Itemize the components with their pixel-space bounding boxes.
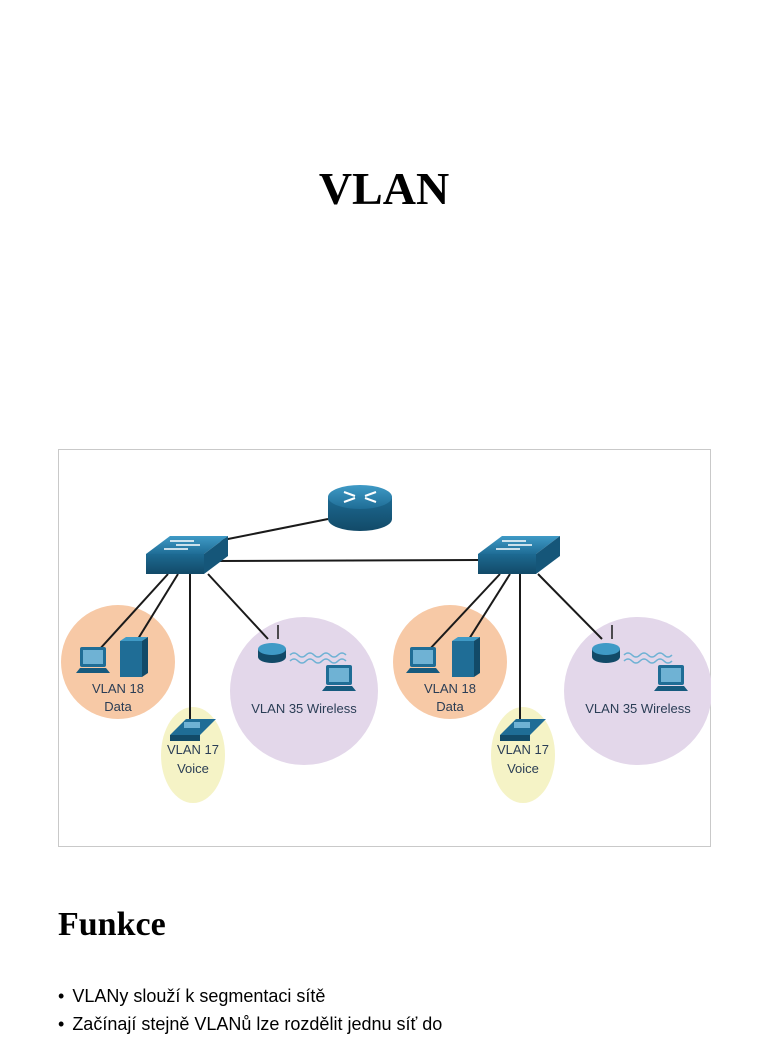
data-label-left: Data	[104, 699, 132, 714]
router-icon	[328, 485, 392, 531]
network-links	[97, 518, 603, 725]
data-label-right: Data	[436, 699, 464, 714]
vlan18-zone-right	[393, 605, 507, 719]
section-heading: Funkce	[58, 906, 166, 943]
access-point-icon-left	[258, 625, 286, 663]
wireless-link-left	[289, 652, 347, 664]
bullet-item: VLANy slouží k segmentaci sítě	[58, 982, 442, 1010]
laptop-icon-left	[322, 665, 356, 691]
server-icon-left	[120, 637, 148, 677]
slide-title: VLAN	[318, 163, 450, 214]
vlan17-label-right: VLAN 17	[497, 742, 549, 757]
ip-phone-icon-left	[170, 719, 216, 741]
vlan-network-diagram: VLAN 18 Data VLAN 17 Voice VLAN 35 Wirel…	[58, 449, 711, 847]
voice-label-right: Voice	[507, 761, 539, 776]
server-icon-right	[452, 637, 480, 677]
switch-icon-right	[478, 536, 560, 574]
ip-phone-icon-right	[500, 719, 546, 741]
pc-icon-left	[76, 647, 110, 673]
voice-label-left: Voice	[177, 761, 209, 776]
bullet-item: Začínají stejně VLANů lze rozdělit jednu…	[58, 1010, 442, 1038]
access-point-icon-right	[592, 625, 620, 663]
vlan18-zone-left	[61, 605, 175, 719]
vlan35-zone-right	[564, 617, 711, 765]
laptop-icon-right	[654, 665, 688, 691]
switch-icon-left	[146, 536, 228, 574]
pc-icon-right	[406, 647, 440, 673]
wireless-link-right	[623, 652, 673, 664]
vlan18-label-left: VLAN 18	[92, 681, 144, 696]
vlan17-label-left: VLAN 17	[167, 742, 219, 757]
vlan35-label-right: VLAN 35 Wireless	[585, 701, 691, 716]
vlan18-label-right: VLAN 18	[424, 681, 476, 696]
vlan35-label-left: VLAN 35 Wireless	[251, 701, 357, 716]
bullet-list: VLANy slouží k segmentaci sítě Začínají …	[58, 982, 442, 1038]
